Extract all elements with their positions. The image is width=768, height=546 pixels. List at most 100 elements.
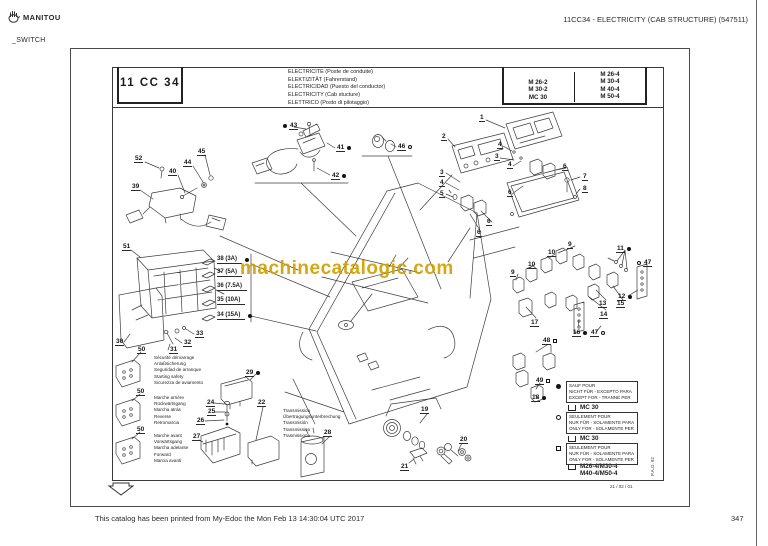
square-marker <box>546 379 551 383</box>
dot-marker <box>626 247 631 251</box>
part-callout: 27 <box>192 433 202 441</box>
part-callout: 4 <box>439 179 445 187</box>
diagram-frame <box>112 67 664 481</box>
circle-marker <box>408 145 413 149</box>
language-line: ELECTRICITY (Cab stucture) <box>288 92 361 99</box>
outer-frame <box>70 48 690 507</box>
part-callout: 6 <box>486 218 492 226</box>
relay-label-line: Sicurezza de aviamento <box>154 379 204 385</box>
part-number: 6 <box>486 218 492 226</box>
model-box-divider <box>574 72 575 102</box>
legend-model-name: M26-4/M30-4 <box>580 463 618 470</box>
part-callout: 31 <box>169 346 179 354</box>
part-number: 14 <box>599 311 609 319</box>
fuse-label: 35 (10A) <box>217 297 246 305</box>
relay-number: 50 <box>137 346 147 354</box>
model-name: M 50-4 <box>600 93 620 101</box>
part-number: 51 <box>122 243 132 251</box>
part-number: 26 <box>196 417 206 425</box>
relay-number: 50 <box>136 388 146 396</box>
part-number: 47 <box>643 259 653 267</box>
part-callout: 47 <box>590 329 606 337</box>
part-number: 4 <box>497 141 503 149</box>
legend-line: EXCEPT FOR - TRANNE PER <box>569 394 631 400</box>
page-header-title: 11CC34 - ELECTRICITY (CAB STRUCTURE) (54… <box>563 15 748 24</box>
part-callout: 20 <box>459 436 469 444</box>
language-line: ELETTRICO (Posto di pilotaggio) <box>288 99 370 106</box>
fuse-rating: 37 (5A) <box>217 269 243 277</box>
part-callout: 52 <box>134 155 144 163</box>
circle-marker <box>601 331 606 335</box>
legend-line: SEULEMENT POUR <box>569 445 611 450</box>
part-number: 44 <box>183 159 193 167</box>
part-callout: 6 <box>476 229 482 237</box>
part-number: 40 <box>168 168 178 176</box>
part-number: 8 <box>582 185 588 193</box>
legend-model-name: MC 30 <box>580 404 599 411</box>
part-number: 50 <box>137 346 147 354</box>
part-number: 24 <box>206 399 216 407</box>
part-callout: 16 <box>572 329 588 337</box>
legend-line: SEULEMENT POUR <box>569 414 611 419</box>
legend-models: MC 30 <box>580 404 599 411</box>
connector-bracket-icon <box>568 464 576 470</box>
brand-name: MANITOU <box>23 13 61 22</box>
model-name: M 30-4 <box>600 78 620 86</box>
part-number: 11 <box>616 245 625 253</box>
watermark: machinecatalogic.com <box>240 258 454 279</box>
part-number: 3 <box>439 169 445 177</box>
part-number: 19 <box>420 406 430 414</box>
part-number: 10 <box>547 249 557 257</box>
part-number: 39 <box>131 183 141 191</box>
part-number: 7 <box>582 173 588 181</box>
fuse-rating: 35 (10A) <box>217 297 246 305</box>
legend-models: MC 30 <box>580 435 599 442</box>
model-name: M 40-4 <box>600 85 620 93</box>
part-callout: 14 <box>599 311 609 319</box>
dot-marker <box>556 384 561 389</box>
part-callout: 51 <box>122 243 132 251</box>
language-line: ELECTRICIDAD (Puesto del conductor) <box>288 84 386 91</box>
part-number: 9 <box>510 269 516 277</box>
language-line: ELEKTIZITÄT (Fahrerstand) <box>288 76 357 83</box>
brand-subtitle: _SWITCH <box>12 37 46 44</box>
model-box <box>502 67 647 105</box>
part-number: 1 <box>479 114 485 122</box>
dot-marker <box>248 314 253 318</box>
part-number: 4 <box>507 161 513 169</box>
part-callout: 19 <box>420 406 430 414</box>
fuse-label: 34 (15A) <box>217 312 253 320</box>
dot-marker <box>347 146 352 150</box>
part-number: 31 <box>169 346 179 354</box>
part-number: 49 <box>535 377 545 385</box>
part-callout: 32 <box>183 339 193 347</box>
legend-line: NUR FÜR - SOLAMENTE PARA <box>569 419 635 425</box>
part-callout: 29 <box>245 369 261 377</box>
part-callout: 30 <box>115 338 125 346</box>
legend-line: ONLY FOR - SOLAMENTE PER <box>569 425 634 431</box>
part-callout: 10 <box>547 249 557 257</box>
title-separator-rule <box>112 107 664 108</box>
dot-marker <box>542 396 547 400</box>
part-number: 41 <box>336 144 346 152</box>
pao-stamp: P.A.O. 92 <box>650 457 655 476</box>
relay-number: 50 <box>136 426 146 434</box>
part-number: 16 <box>572 329 582 337</box>
part-callout: 1 <box>479 114 485 122</box>
part-callout: 45 <box>197 148 207 156</box>
part-number: 50 <box>136 388 146 396</box>
legend-model-name: MC 30 <box>580 435 599 442</box>
part-number: 10 <box>527 261 537 269</box>
part-number: 6 <box>476 229 482 237</box>
part-number: 47 <box>590 329 600 337</box>
part-number: 25 <box>207 408 217 416</box>
part-callout: 4 <box>507 161 513 169</box>
part-callout: 25 <box>207 408 217 416</box>
